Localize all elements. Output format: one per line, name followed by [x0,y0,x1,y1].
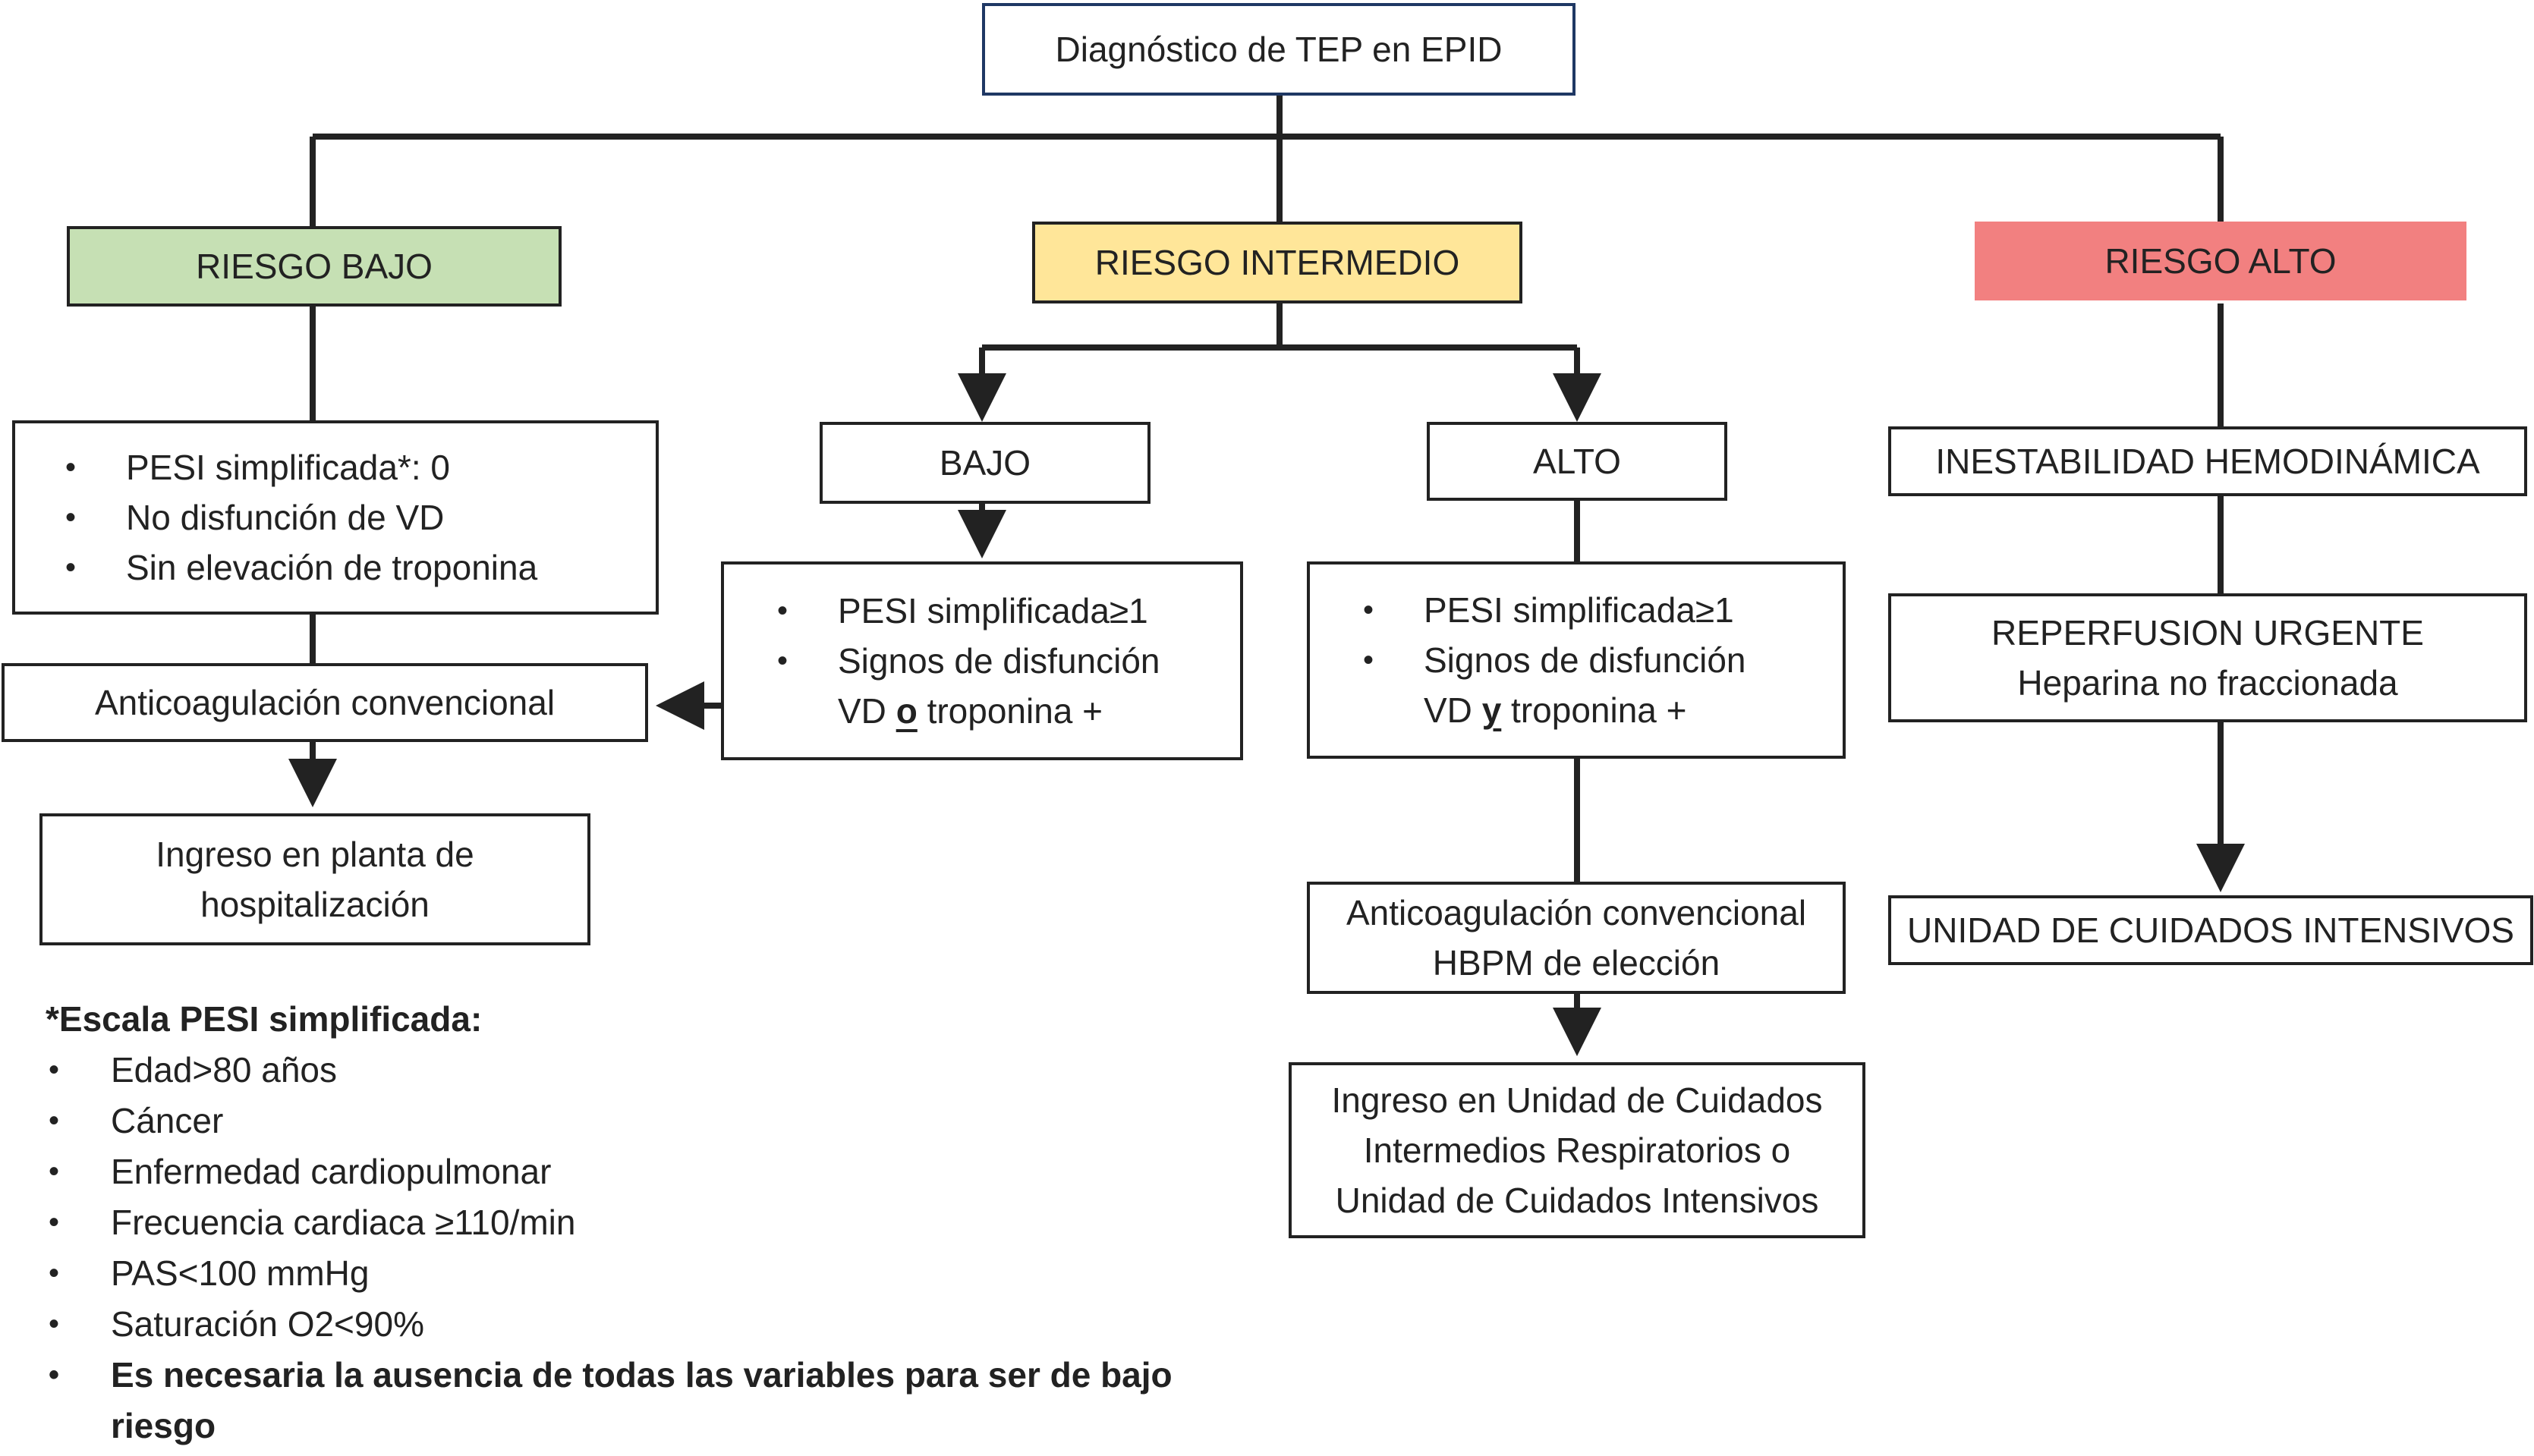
risk-low-criteria-box: PESI simplificada*: 0 No disfunción de V… [12,420,659,615]
intermediate-low-label: BAJO [939,443,1031,483]
list-item: Saturación O2<90% [46,1299,1336,1350]
risk-high-header: RIESGO ALTO [1975,222,2466,300]
risk-low-admission-line1: Ingreso en planta de [156,835,474,874]
list-item: PESI simplificada≥1 [777,586,1160,636]
list-item: PESI simplificada*: 0 [65,442,537,492]
list-item: PESI simplificada≥1 [1363,585,1746,635]
list-item: No disfunción de VD [65,492,537,542]
intermediate-high-box: ALTO [1427,422,1727,501]
intermediate-high-treatment-line1: Anticoagulación convencional [1346,893,1807,932]
intermediate-low-criteria-box: PESI simplificada≥1 Signos de disfunción… [721,561,1243,760]
intermediate-high-criteria-box: PESI simplificada≥1 Signos de disfunción… [1307,561,1846,759]
legend-note-line2: riesgo [111,1406,216,1445]
risk-low-admission-box: Ingreso en planta de hospitalización [39,813,590,945]
legend-note: Es necesaria la ausencia de todas las va… [46,1350,1336,1451]
risk-high-admission: UNIDAD DE CUIDADOS INTENSIVOS [1907,910,2514,950]
connector-root-branches [310,96,2224,226]
criteria-text: VD [1424,690,1482,730]
list-item: Sin elevación de troponina [65,542,537,593]
risk-high-admission-box: UNIDAD DE CUIDADOS INTENSIVOS [1888,895,2533,965]
criteria-text: Signos de disfunción [838,641,1160,681]
risk-low-admission-line2: hospitalización [200,885,430,924]
pesi-legend: *Escala PESI simplificada: Edad>80 años … [46,994,1336,1451]
legend-note-line1: Es necesaria la ausencia de todas las va… [111,1355,1173,1395]
intermediate-high-admission-line2: Intermedios Respiratorios o [1363,1131,1791,1170]
risk-intermediate-header: RIESGO INTERMEDIO [1032,222,1522,303]
risk-high-treatment-box: REPERFUSION URGENTE Heparina no fraccion… [1888,593,2527,722]
connector-intermediate-split [982,303,1577,351]
risk-low-header: RIESGO BAJO [67,226,562,307]
intermediate-high-admission-box: Ingreso en Unidad de Cuidados Intermedio… [1289,1062,1865,1238]
intermediate-low-box: BAJO [820,422,1151,504]
intermediate-high-admission-line1: Ingreso en Unidad de Cuidados [1331,1080,1823,1120]
root-label: Diagnóstico de TEP en EPID [1055,30,1503,69]
risk-intermediate-label: RIESGO INTERMEDIO [1094,243,1460,282]
list-item: Edad>80 años [46,1045,1336,1096]
conjunction-and: y [1481,690,1502,730]
criteria-text: troponina + [917,691,1103,731]
risk-low-treatment: Anticoagulación convencional [94,683,556,722]
list-item: Frecuencia cardiaca ≥110/min [46,1197,1336,1248]
risk-high-condition: INESTABILIDAD HEMODINÁMICA [1935,442,2480,481]
intermediate-high-treatment-box: Anticoagulación convencional HBPM de ele… [1307,882,1846,994]
intermediate-high-treatment-line2: HBPM de elección [1432,943,1720,983]
criteria-text: Signos de disfunción [1424,640,1746,680]
list-item: Enfermedad cardiopulmonar [46,1146,1336,1197]
risk-high-treatment-line1: REPERFUSION URGENTE [1991,613,2424,653]
risk-low-treatment-box: Anticoagulación convencional [2,663,648,742]
list-item: Cáncer [46,1096,1336,1146]
criteria-text: troponina + [1501,690,1687,730]
legend-title: *Escala PESI simplificada: [46,999,483,1039]
root-node: Diagnóstico de TEP en EPID [982,3,1575,96]
criteria-text: VD [838,691,896,731]
conjunction-or: o [896,691,918,731]
intermediate-high-admission-line3: Unidad de Cuidados Intensivos [1335,1181,1819,1220]
risk-low-label: RIESGO BAJO [196,247,433,286]
intermediate-high-label: ALTO [1533,442,1621,481]
list-item: PAS<100 mmHg [46,1248,1336,1299]
risk-high-label: RIESGO ALTO [2104,241,2337,281]
risk-high-condition-box: INESTABILIDAD HEMODINÁMICA [1888,426,2527,496]
risk-high-treatment-line2: Heparina no fraccionada [2017,663,2398,703]
